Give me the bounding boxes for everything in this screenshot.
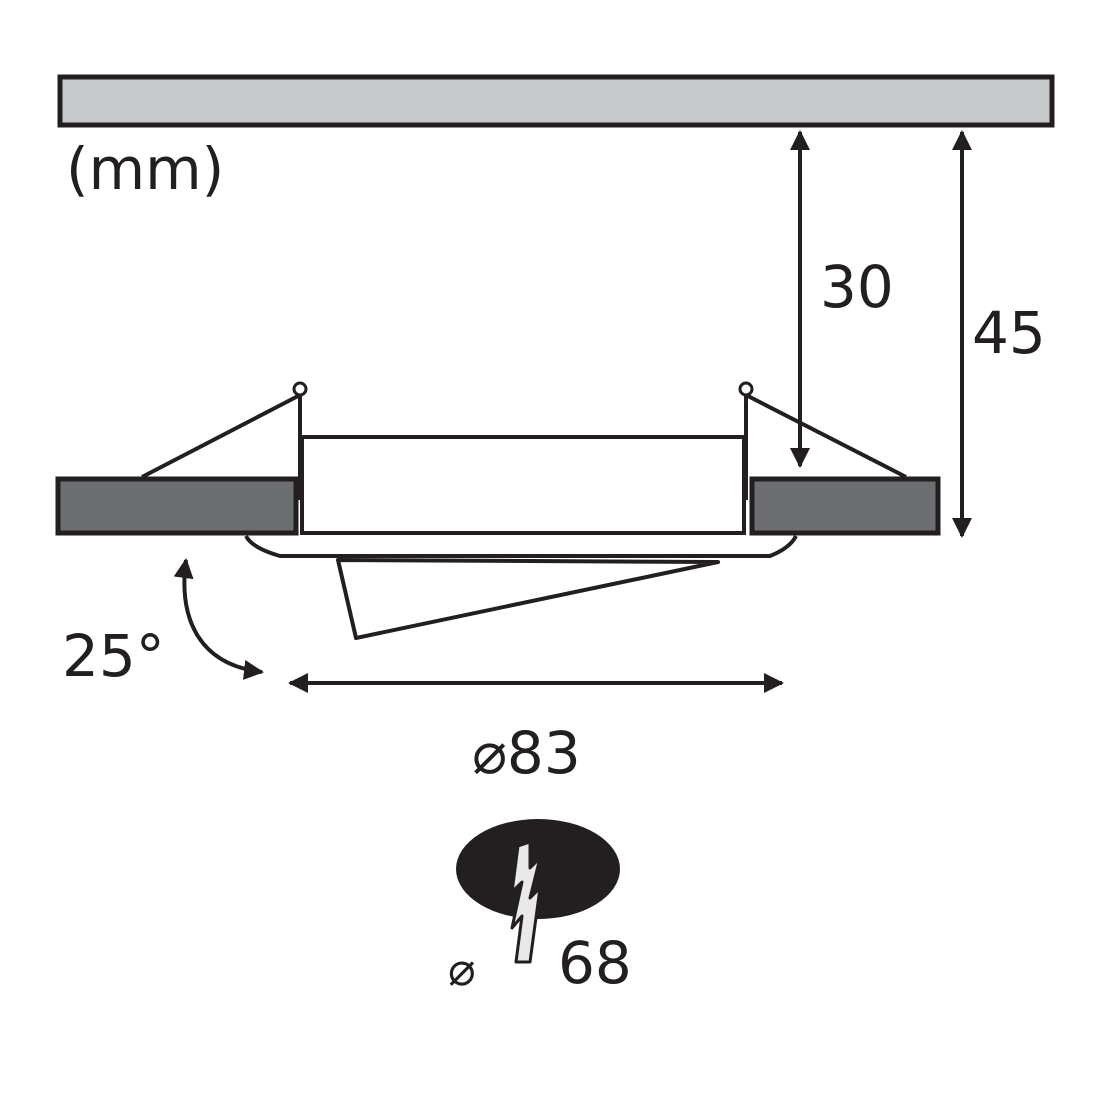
- bezel-ring: [244, 534, 798, 558]
- cutout-diameter-value: 68: [558, 929, 632, 997]
- drill-bit-icon: [510, 840, 542, 964]
- depth-45-label: 45: [972, 299, 1046, 367]
- spring-clip-right: [738, 381, 907, 500]
- spring-clip-left: [141, 381, 308, 500]
- tilt-angle-arrow: [173, 558, 264, 680]
- ceiling-panel: [57, 74, 1055, 128]
- tilt-angle-label: 25°: [62, 622, 165, 690]
- cutout-diameter-symbol: ⌀: [448, 942, 476, 996]
- diameter-83-label: ⌀83: [472, 719, 581, 787]
- flange-right: [749, 476, 941, 536]
- housing-body: [300, 435, 746, 535]
- tilted-lamp-insert: [336, 558, 720, 640]
- flange-left: [55, 476, 299, 536]
- depth-30-label: 30: [820, 253, 894, 321]
- units-label: (mm): [66, 135, 225, 203]
